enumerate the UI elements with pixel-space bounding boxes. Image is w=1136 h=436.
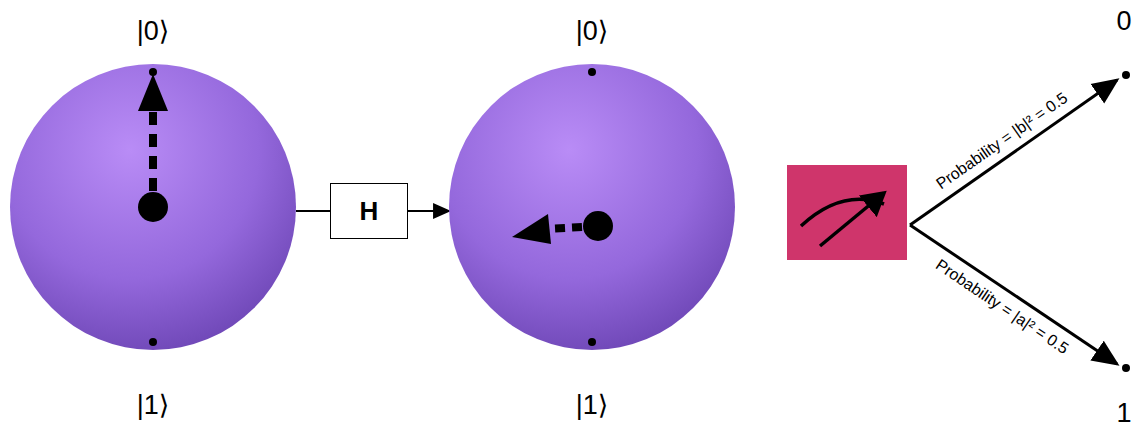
- vector-head: [138, 74, 168, 111]
- pole-dot: [588, 338, 596, 346]
- outcome-node: 1: [1114, 396, 1134, 430]
- outcome-label: 1: [1114, 396, 1134, 430]
- outcome-arrow: [910, 225, 1117, 364]
- basis-label: |1⟩: [449, 388, 735, 422]
- basis-label: |0⟩: [10, 14, 296, 48]
- state-vector: [546, 227, 582, 229]
- probability-label: Probability = |b|² = 0.5: [931, 88, 1072, 194]
- bloch-sphere-node: |0⟩ |1⟩: [10, 8, 296, 428]
- pole-dot: [149, 338, 157, 346]
- gate-box: H: [330, 183, 408, 239]
- outcome-dot: [1122, 71, 1130, 79]
- connector: [296, 210, 330, 212]
- gate-label: H: [360, 196, 379, 227]
- pole-dot: [588, 68, 596, 76]
- state-dot: [583, 211, 613, 241]
- connector: [408, 210, 449, 212]
- sphere-body: [449, 64, 735, 350]
- bloch-sphere: [10, 8, 296, 428]
- probability-label: Probability = |a|² = 0.5: [931, 255, 1074, 359]
- outcome-label: 0: [1114, 4, 1134, 38]
- vector-head: [512, 214, 551, 244]
- bloch-sphere-node: |0⟩ |1⟩: [449, 8, 735, 428]
- meter-box: [787, 165, 907, 260]
- sphere-body: [10, 64, 296, 350]
- outcome-arrow: [910, 80, 1117, 225]
- outcome-dot: [1122, 364, 1130, 372]
- basis-label: |0⟩: [449, 14, 735, 48]
- outcome-node: 0: [1114, 4, 1134, 38]
- state-vector: [149, 107, 157, 191]
- bloch-sphere: [449, 8, 735, 428]
- basis-label: |1⟩: [10, 388, 296, 422]
- state-dot: [138, 192, 168, 222]
- meter-needle: [820, 193, 884, 246]
